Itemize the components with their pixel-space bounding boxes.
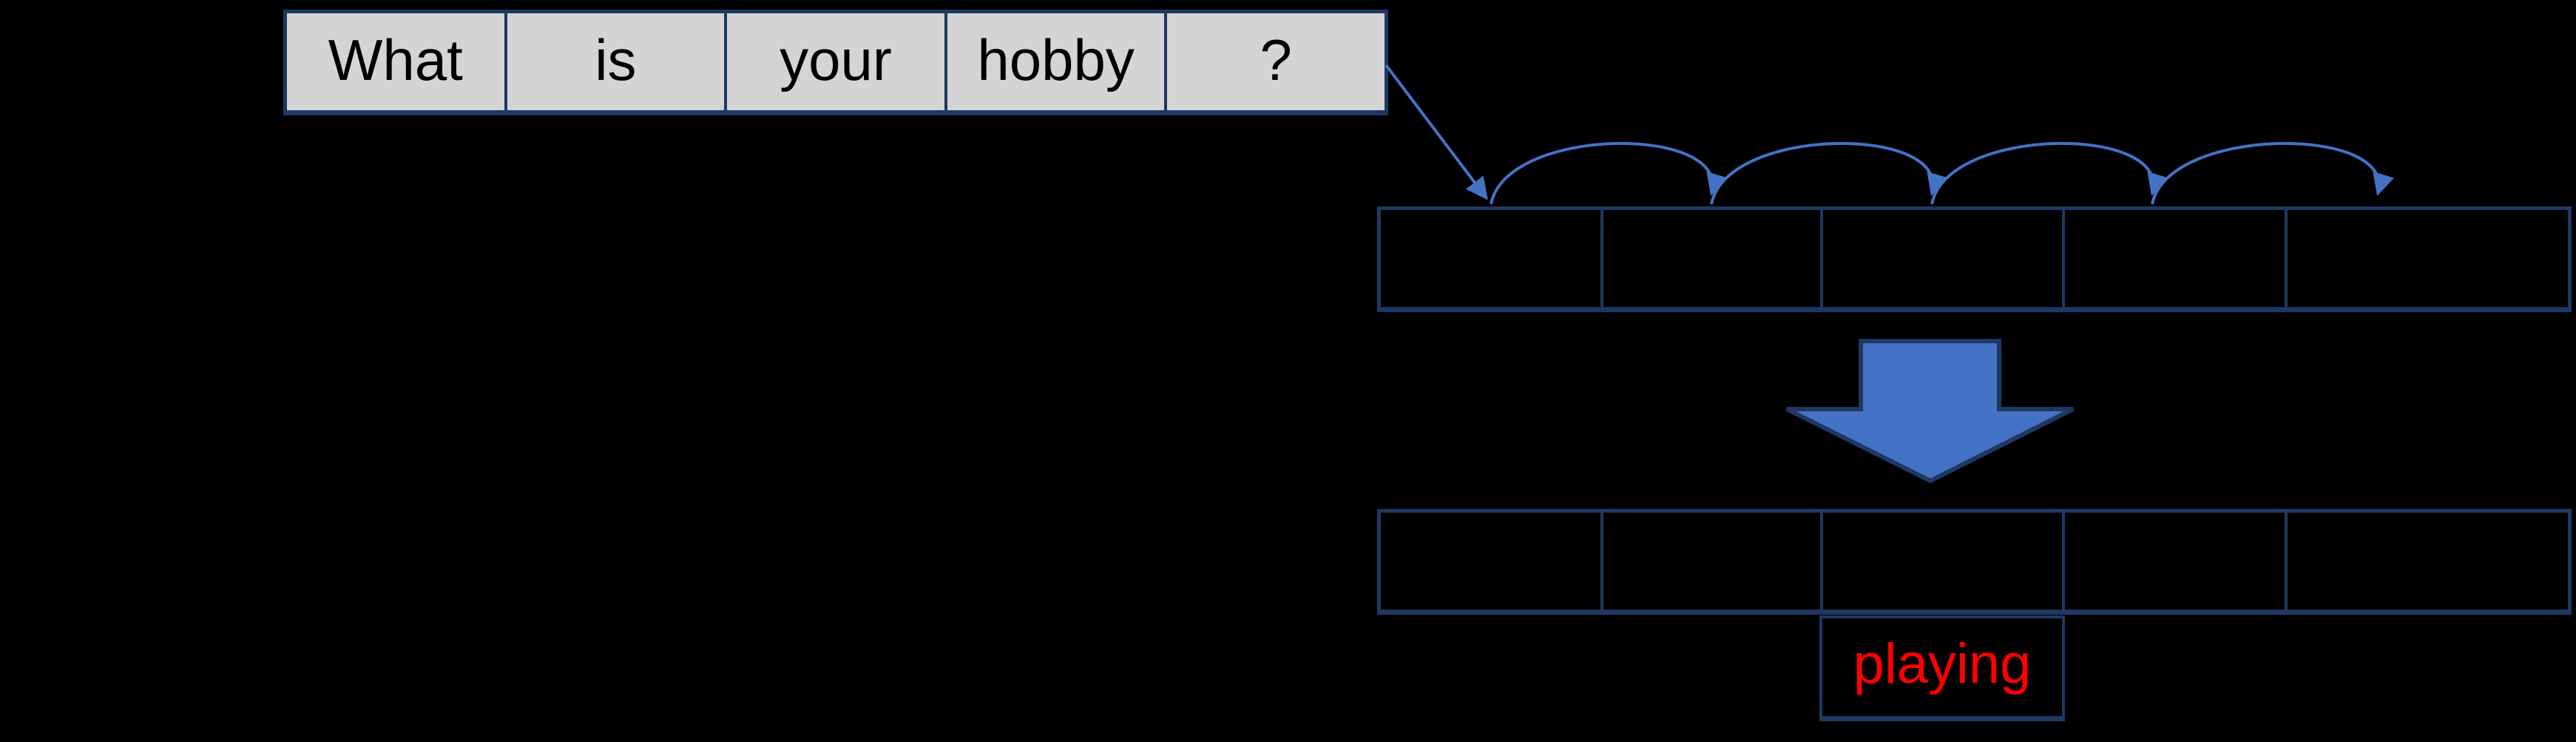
token-cell: hobby bbox=[944, 13, 1165, 110]
token-cell: is bbox=[504, 13, 725, 110]
embedding-cell bbox=[2285, 210, 2568, 307]
pooled-cell bbox=[2062, 513, 2285, 610]
token-cell: your bbox=[724, 13, 944, 110]
pooled-cell-row bbox=[1377, 509, 2572, 615]
token-label: What bbox=[328, 27, 463, 92]
token-label: is bbox=[595, 27, 637, 92]
embedding-cell-row bbox=[1377, 206, 2572, 312]
sentence-to-embedding-arrow-icon bbox=[1385, 64, 1488, 200]
prediction-label: playing bbox=[1853, 633, 2032, 695]
token-cell: What bbox=[287, 13, 504, 110]
pooled-cell bbox=[1820, 513, 2062, 610]
token-cell: ? bbox=[1164, 13, 1385, 110]
embedding-cell bbox=[1600, 210, 1820, 307]
embedding-cell bbox=[2062, 210, 2285, 307]
sentence-token-row: What is your hobby ? bbox=[283, 10, 1388, 115]
prediction-box: playing bbox=[1819, 615, 2065, 721]
hop-arc-arrow-icon bbox=[1490, 141, 1728, 205]
pooled-cell bbox=[1381, 513, 1600, 610]
hop-arc-arrow-icon bbox=[1930, 141, 2169, 205]
hop-arc-arrow-icon bbox=[2151, 141, 2395, 205]
token-label: your bbox=[780, 27, 892, 92]
embedding-cell bbox=[1381, 210, 1600, 307]
hop-arc-arrow-icon bbox=[1710, 141, 1949, 205]
embedding-cell bbox=[1820, 210, 2062, 307]
token-label: ? bbox=[1260, 27, 1292, 92]
pooled-cell bbox=[1600, 513, 1820, 610]
big-down-arrow-icon bbox=[1785, 339, 2075, 484]
pooled-cell bbox=[2285, 513, 2568, 610]
token-label: hobby bbox=[977, 27, 1135, 92]
